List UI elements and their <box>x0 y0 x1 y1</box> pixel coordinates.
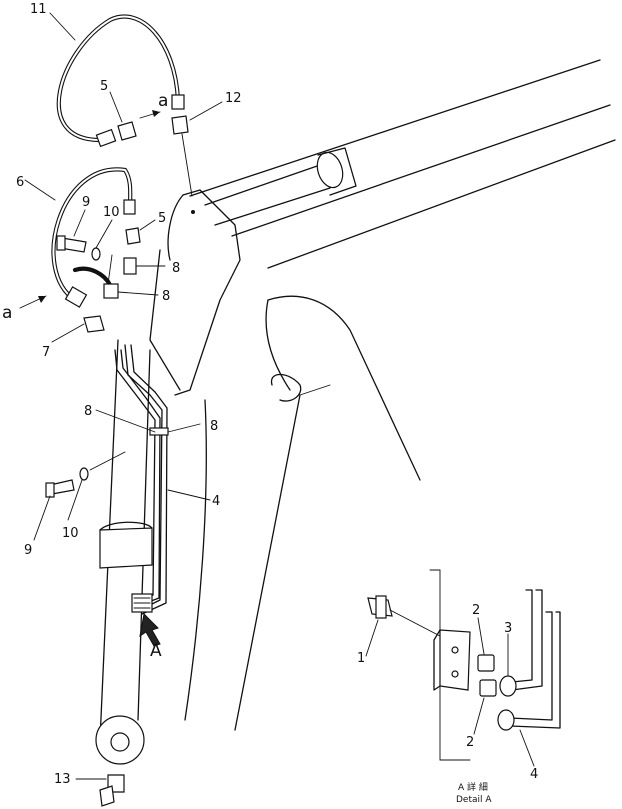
main-cylinder <box>95 339 153 765</box>
callout-4-detail: 4 <box>530 767 538 782</box>
callout-5-mid: 5 <box>158 211 166 226</box>
callout-2-bottom: 2 <box>466 735 474 750</box>
callout-2-top: 2 <box>472 603 480 618</box>
label-view-A: A <box>150 641 162 661</box>
callout-6: 6 <box>16 175 24 190</box>
callout-13: 13 <box>54 772 71 787</box>
callout-5-top: 5 <box>100 79 108 94</box>
callout-11: 11 <box>30 2 47 17</box>
callout-4-main: 4 <box>212 494 220 509</box>
label-a-left: a <box>2 303 12 323</box>
hose-6 <box>51 167 136 308</box>
detail-title-jp: A 詳 細 <box>458 781 488 793</box>
cylinder-head-bracket <box>149 189 241 396</box>
leader-lines <box>19 12 223 780</box>
callout-10-top: 10 <box>103 205 120 220</box>
hose-11 <box>56 14 185 148</box>
callout-8-c: 8 <box>84 404 92 419</box>
callout-10-bottom: 10 <box>62 526 79 541</box>
callout-3: 3 <box>504 621 512 636</box>
callout-12: 12 <box>225 91 242 106</box>
detail-title-en: Detail A <box>456 795 492 805</box>
callout-8-d: 8 <box>210 419 218 434</box>
view-arrow-A <box>139 612 161 647</box>
callout-8-a: 8 <box>172 261 180 276</box>
callouts: 11 5 a 12 6 9 10 5 8 8 a 7 8 8 4 9 10 A … <box>2 2 538 805</box>
fittings-group <box>45 115 189 807</box>
boom-cylinder-rod <box>204 147 357 226</box>
label-a-top: a <box>158 91 168 111</box>
boom-structure <box>184 59 616 731</box>
callout-8-b: 8 <box>162 289 170 304</box>
callout-9-top: 9 <box>82 195 90 210</box>
steel-pipe-4 <box>114 344 169 615</box>
callout-7: 7 <box>42 345 50 360</box>
callout-1: 1 <box>357 651 365 666</box>
detail-a-inset <box>365 569 561 767</box>
callout-9-bottom: 9 <box>24 543 32 558</box>
